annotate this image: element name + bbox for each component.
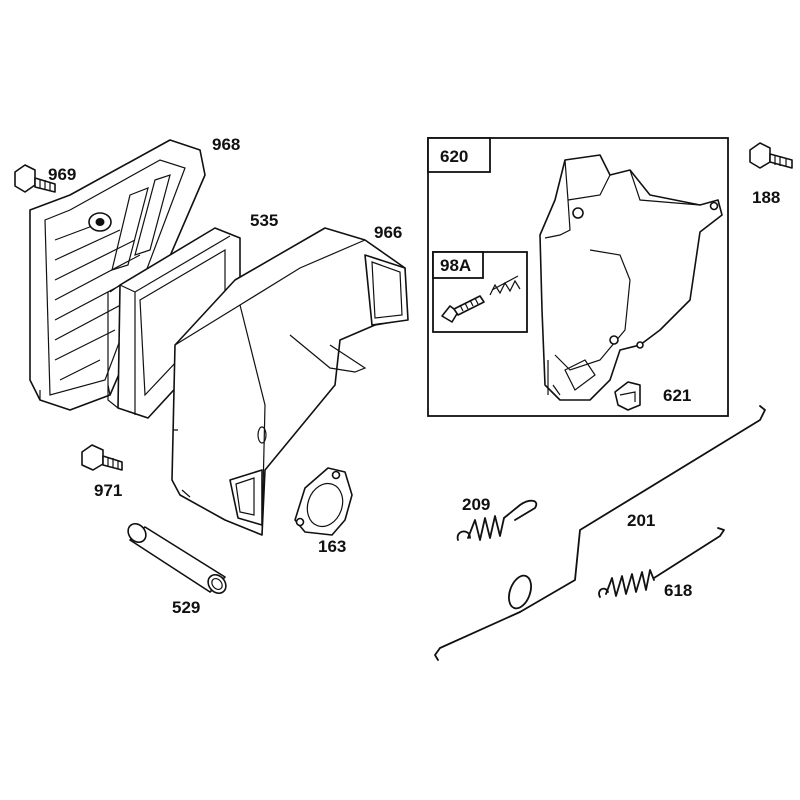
part-163-gasket [294,467,353,536]
label-968: 968 [212,135,240,154]
part-209-spring [456,499,538,541]
label-971: 971 [94,481,122,500]
label-209: 209 [462,495,490,514]
label-621: 621 [663,386,691,405]
part-620-control-bracket-group [427,137,729,417]
part-966-air-cleaner-cover [171,227,409,536]
label-966: 966 [374,223,402,242]
part-969-screw [14,164,56,193]
label-618: 618 [664,581,692,600]
label-163: 163 [318,537,346,556]
label-535: 535 [250,211,278,230]
label-620: 620 [440,147,468,166]
label-188: 188 [752,188,780,207]
part-621-clip [614,381,641,411]
part-968-air-cleaner-base [29,139,206,411]
label-529: 529 [172,598,200,617]
part-98a-screw-spring [441,275,521,323]
label-201: 201 [627,511,655,530]
part-188-bolt [749,142,793,169]
part-971-bolt [81,444,123,471]
part-618-spring [598,527,725,598]
part-529-tube [127,522,227,595]
part-201-link-rod [434,405,766,661]
label-969: 969 [48,165,76,184]
label-98a: 98A [440,256,471,275]
